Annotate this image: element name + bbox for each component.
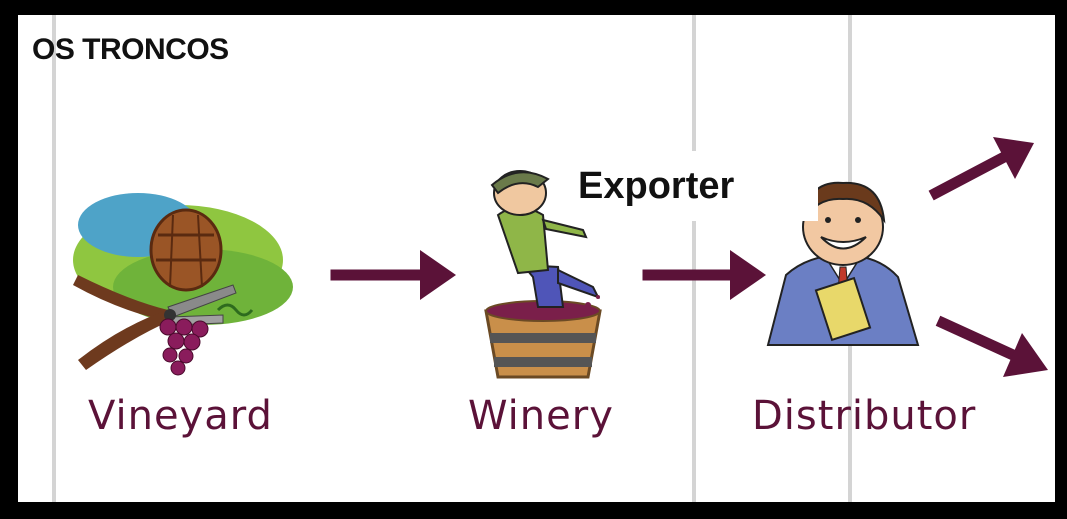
- node-label-vineyard: Vineyard: [88, 393, 273, 439]
- divider-line: [52, 15, 56, 502]
- smiling-businessman-icon: [766, 181, 920, 346]
- diagram-graphics: [73, 137, 1048, 379]
- vineyard-clipart-icon: [73, 193, 293, 376]
- divider-line: [692, 15, 696, 502]
- diagram-canvas: OS TRONCOS: [18, 15, 1055, 502]
- flow-arrow: [330, 250, 456, 300]
- node-label-winery: Winery: [468, 393, 614, 439]
- flow-arrow: [935, 315, 1048, 377]
- flow-arrow: [928, 137, 1034, 201]
- node-label-distributor: Distributor: [752, 393, 977, 439]
- flow-arrow: [642, 250, 766, 300]
- page-title: OS TRONCOS: [32, 33, 229, 66]
- winemaker-stomping-grapes-icon: [484, 170, 602, 379]
- exporter-label-box: [563, 151, 818, 221]
- exporter-label: Exporter: [578, 165, 735, 207]
